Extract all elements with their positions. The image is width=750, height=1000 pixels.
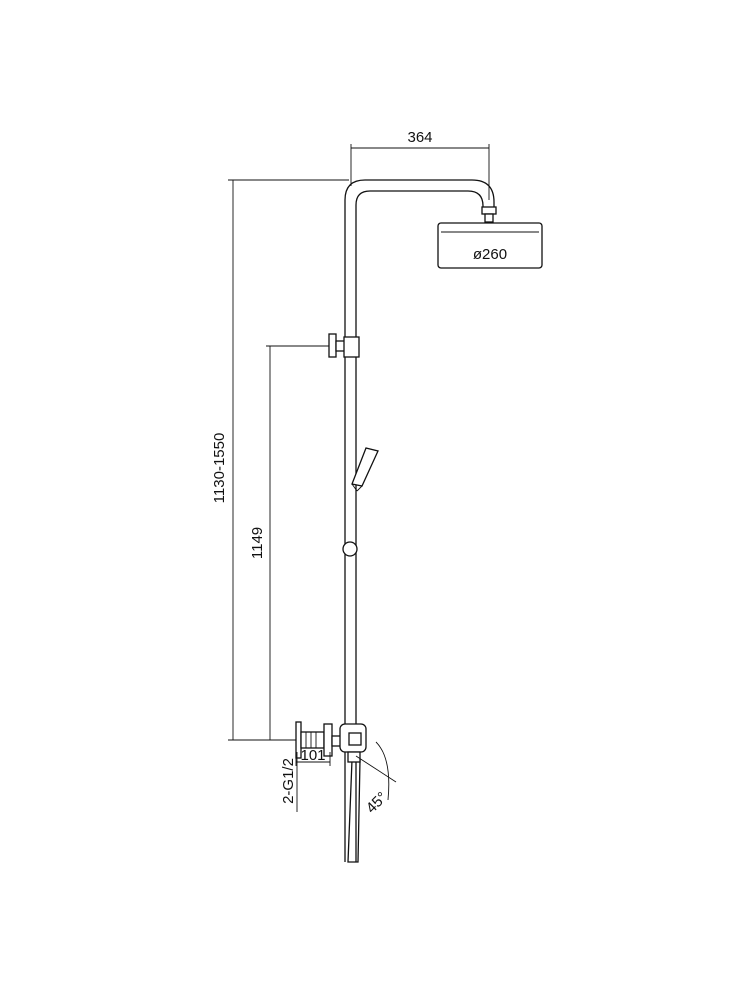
mixer-valve [295, 721, 367, 759]
wall-bracket [328, 333, 360, 358]
slide-rail-knob [342, 541, 358, 557]
dimension-label-offset: 101 [300, 747, 325, 764]
riser-pipe [344, 179, 495, 862]
dimension-overall-height: 1130-1550 [211, 179, 349, 741]
dimension-label-top-width: 364 [407, 129, 432, 146]
dimension-offset: 101 [295, 747, 331, 766]
dimension-label-head-diameter: ø260 [473, 246, 507, 263]
shower-head: ø260 [437, 206, 543, 269]
dimension-label-inlet: 2-G1/2 [280, 758, 297, 804]
angle-indicator: 45° [355, 741, 397, 817]
hand-shower-holder [351, 447, 379, 492]
dimension-inlet: 2-G1/2 [280, 752, 298, 812]
spout-lever [347, 751, 361, 863]
dimension-label-overall-height: 1130-1550 [211, 433, 228, 504]
dimension-bracket-height: 1149 [249, 345, 330, 740]
dimension-label-bracket-height: 1149 [249, 527, 266, 559]
dimension-top-width: 364 [350, 129, 490, 200]
dimension-label-angle: 45° [363, 789, 391, 817]
